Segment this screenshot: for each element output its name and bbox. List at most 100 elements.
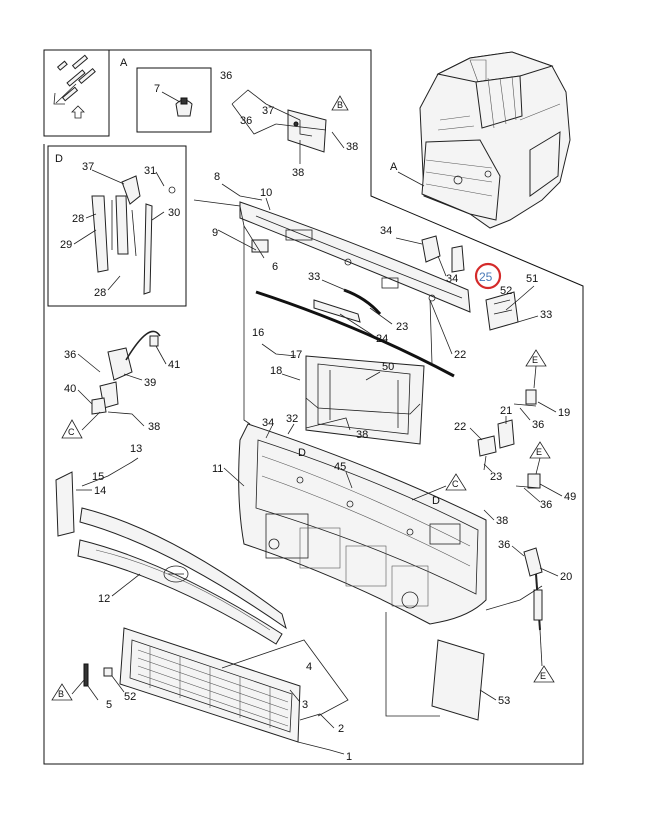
callout-29: 29: [60, 239, 72, 251]
ref-triangle-c-mid: [445, 473, 467, 491]
callout-2: 2: [338, 723, 344, 735]
clip-part-52: [103, 667, 113, 677]
view-letter-a: A: [390, 161, 398, 173]
callout-34-right: 34: [446, 273, 458, 285]
callout-37: 37: [82, 161, 94, 173]
callout-41: 36: [220, 70, 232, 82]
callout-8: 8: [214, 171, 220, 183]
callout-33-mid: 33: [308, 271, 320, 283]
seal-strip-27: [255, 290, 455, 378]
callout-16: 16: [252, 327, 264, 339]
callout-10: 10: [260, 187, 272, 199]
callout-9: 9: [212, 227, 218, 239]
support-frame-39: [305, 355, 425, 445]
callout-27: 24: [376, 333, 388, 345]
cab-illustration: [419, 51, 571, 229]
ref-c-mid: C: [452, 479, 459, 489]
callout-36-left: 36: [64, 349, 76, 361]
callout-51: 52: [500, 285, 512, 297]
grille-frame-11: [238, 423, 487, 625]
front-grille-12: [77, 507, 287, 645]
cable-part-26: [343, 288, 382, 315]
callout-17: 17: [290, 349, 302, 361]
callout-33-right: 33: [540, 309, 552, 321]
callout-22: 22: [454, 421, 466, 433]
ref-triangle-b-top: [331, 95, 349, 111]
callout-47: 40: [64, 383, 76, 395]
bracket-part-44: [275, 109, 327, 153]
hinge-part-21: [477, 419, 515, 471]
callout-23: 23: [490, 471, 502, 483]
upper-trim-bar: [239, 201, 471, 313]
callout-36-r3: 36: [498, 539, 510, 551]
callout-40: 50: [382, 361, 394, 373]
detail-box-d: [47, 145, 187, 307]
callout-3: 3: [302, 699, 308, 711]
ref-e-1: E: [532, 355, 538, 365]
box-d-label: D: [55, 153, 63, 165]
callout-49: 49: [564, 491, 576, 503]
callout-5: 5: [106, 699, 112, 711]
main-frame: [43, 49, 584, 765]
callout-39: 38: [356, 429, 368, 441]
highlight-circle-25: [474, 262, 502, 290]
callout-28-bottom: 28: [94, 287, 106, 299]
view-letter-d-2: D: [432, 495, 440, 507]
orientation-icon: [53, 54, 96, 119]
callout-18: 18: [270, 365, 282, 377]
callout-31: 31: [144, 165, 156, 177]
ref-e-2: E: [536, 447, 542, 457]
ref-triangle-c-left: [61, 419, 83, 439]
callout-20: 20: [560, 571, 572, 583]
callout-44-top: 38: [346, 141, 358, 153]
clip-part-7: [175, 97, 193, 117]
callout-12: 12: [98, 593, 110, 605]
callout-30: 30: [168, 207, 180, 219]
callout-32: 32: [286, 413, 298, 425]
side-trim-15: [55, 471, 75, 537]
latch-part-19: [513, 389, 537, 407]
actuator-part-46: [91, 330, 161, 415]
callout-28-top: 28: [72, 213, 84, 225]
callout-19: 19: [558, 407, 570, 419]
bracket-part-34: [421, 235, 465, 273]
strut-part-20: [523, 547, 543, 631]
callout-34-top: 34: [380, 225, 392, 237]
callout-50: 51: [526, 273, 538, 285]
box-a-label: A: [120, 57, 128, 69]
ref-b-bottom: B: [58, 689, 64, 699]
latch-part-49: [515, 473, 541, 489]
ref-triangle-e-3: [533, 665, 555, 683]
callout-52: 52: [124, 691, 136, 703]
callout-25-highlighted: 25: [479, 270, 493, 284]
callout-15: 15: [92, 471, 104, 483]
ref-e-3: E: [540, 671, 546, 681]
callout-1: 1: [346, 751, 352, 763]
orientation-box: [43, 49, 110, 137]
linkage-parts: [91, 175, 176, 295]
callout-36-r2: 36: [540, 499, 552, 511]
handle-part-27: [313, 299, 361, 323]
callout-7: 7: [154, 83, 160, 95]
callout-44-mid: 45: [334, 461, 346, 473]
callout-53: 53: [498, 695, 510, 707]
callout-11: 11: [212, 463, 223, 475]
lower-grille-1: [119, 627, 301, 743]
callout-42: 36: [240, 115, 252, 127]
panel-part-53: [431, 639, 485, 721]
callout-14: 14: [94, 485, 106, 497]
callout-21: 21: [500, 405, 512, 417]
callout-4: 4: [306, 661, 312, 673]
callout-45: 38: [292, 167, 304, 179]
trim-part-5: [83, 663, 89, 687]
callout-35: 34: [262, 417, 274, 429]
callout-26: 23: [396, 321, 408, 333]
callout-36-r1: 36: [532, 419, 544, 431]
callout-46: 39: [144, 377, 156, 389]
callout-38-right: 38: [496, 515, 508, 527]
ref-c-left: C: [68, 427, 75, 437]
callout-13: 13: [130, 443, 142, 455]
ref-b-top: B: [337, 100, 343, 110]
callout-38-left: 38: [148, 421, 160, 433]
